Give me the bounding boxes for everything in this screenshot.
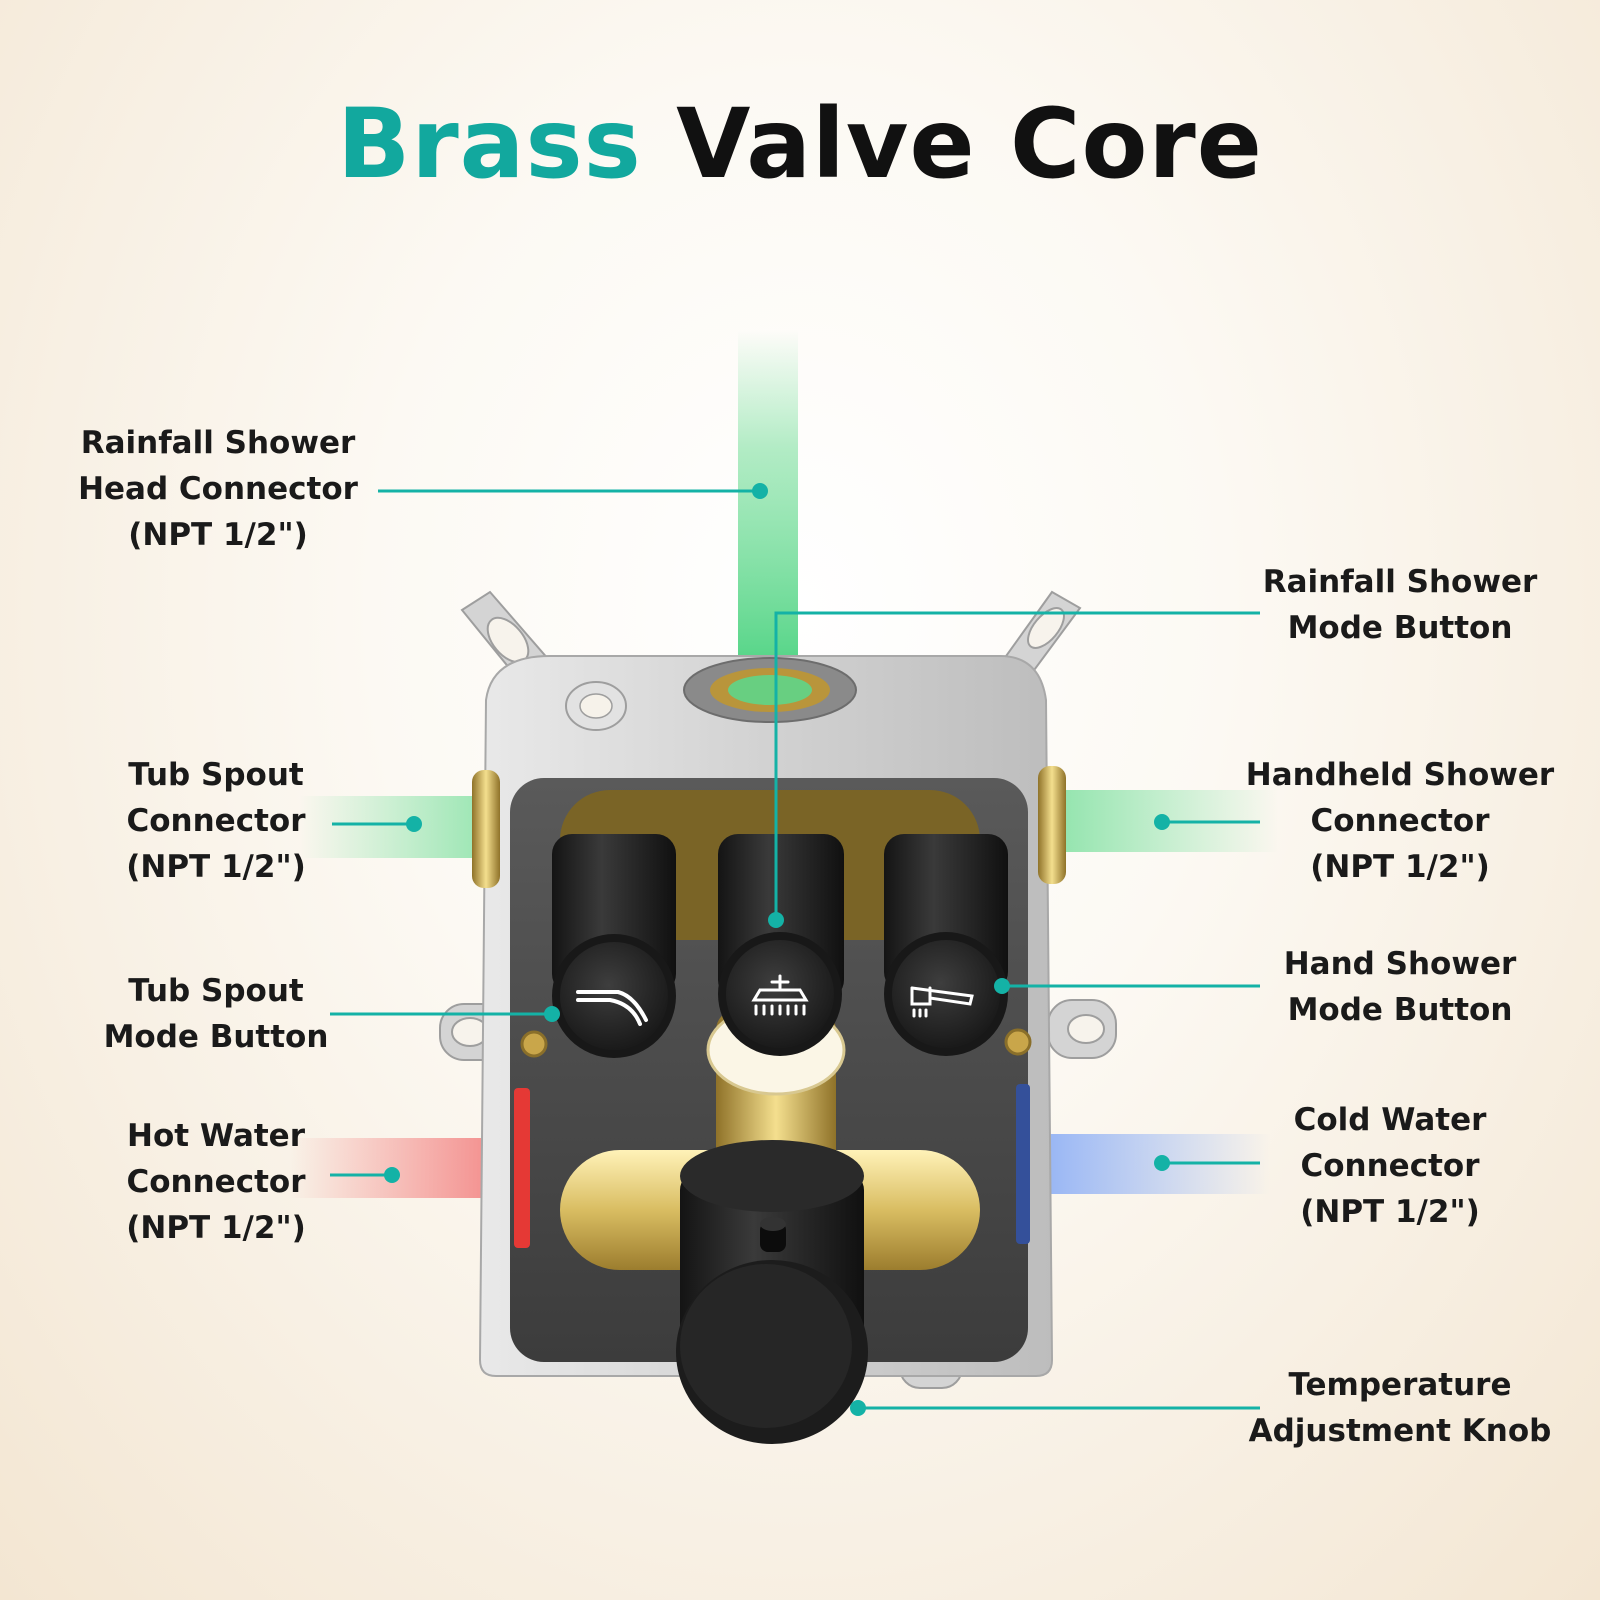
hot-water-pipe — [290, 1138, 510, 1198]
dot-cold-water — [1154, 1155, 1170, 1171]
dot-tub-spout-connector — [406, 816, 422, 832]
dot-temperature-knob — [850, 1400, 866, 1416]
right-brass-fitting — [1038, 766, 1066, 884]
rainfall-pipe — [738, 330, 798, 670]
label-rainfall-button: Rainfall Shower Mode Button — [1262, 564, 1538, 646]
label-tub-spout-button: Tub Spout Mode Button — [103, 973, 329, 1055]
dot-rainfall-connector — [752, 483, 768, 499]
dot-hot-water — [384, 1167, 400, 1183]
label-tub-spout-connector: Tub Spout Connector (NPT 1/2") — [126, 757, 306, 885]
hand-shower-icon — [910, 986, 974, 1018]
title-brass: Brass — [337, 88, 642, 200]
label-handheld-connector: Handheld Shower Connector (NPT 1/2") — [1245, 757, 1555, 885]
hot-indicator-strip — [514, 1088, 530, 1248]
leader-rainfall-button — [774, 611, 1260, 920]
tub-spout-icon — [576, 990, 648, 1026]
label-temperature-knob: Temperature Adjustment Knob — [1248, 1367, 1552, 1449]
dot-hand-shower-button — [994, 978, 1010, 994]
label-cold-water-connector: Cold Water Connector (NPT 1/2") — [1293, 1102, 1487, 1230]
rainfall-shower-mode-button[interactable] — [718, 834, 844, 1056]
cold-indicator-strip — [1016, 1084, 1030, 1244]
screw-hole-right — [1004, 1028, 1032, 1056]
left-brass-fitting — [472, 770, 500, 888]
rainfall-shower-icon — [751, 974, 809, 1016]
label-hot-water-connector: Hot Water Connector (NPT 1/2") — [126, 1118, 306, 1246]
screw-hole-left — [520, 1030, 548, 1058]
title-valve-core: Valve Core — [676, 88, 1263, 200]
label-hand-shower-button: Hand Shower Mode Button — [1283, 946, 1517, 1028]
dot-rainfall-button — [768, 912, 784, 928]
mounting-tab-right — [1047, 999, 1117, 1059]
tub-spout-mode-button[interactable] — [552, 834, 676, 1058]
label-rainfall-connector: Rainfall Shower Head Connector (NPT 1/2"… — [78, 425, 358, 553]
tub-spout-pipe — [300, 796, 500, 858]
dot-handheld-connector — [1154, 814, 1170, 830]
hand-shower-mode-button[interactable] — [884, 834, 1008, 1056]
dot-tub-spout-button — [544, 1006, 560, 1022]
page-title: Brass Valve Core — [0, 91, 1600, 198]
temperature-adjustment-knob[interactable] — [676, 1140, 868, 1444]
